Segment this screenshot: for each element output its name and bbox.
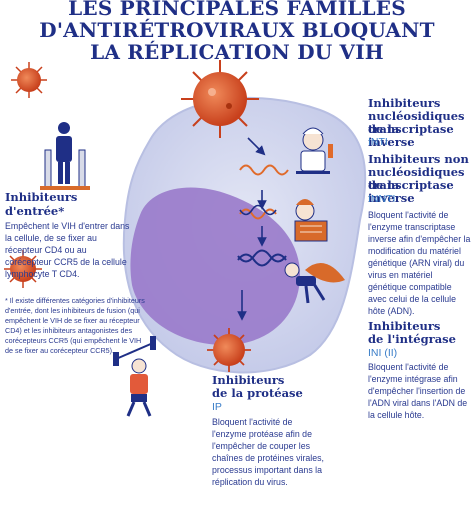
title-line-1: LES PRINCIPALES FAMILLES: [68, 0, 406, 20]
virus-icon: [207, 328, 251, 372]
ip-heading-2: de la protéase: [212, 386, 303, 400]
rna-strand: [239, 164, 289, 176]
innti-heading-3: transcriptase inverse: [368, 178, 454, 205]
nucleus: [130, 187, 300, 345]
ip-description: Bloquent l'activité de l'enzyme protéase…: [212, 417, 324, 487]
builder-icon: [294, 199, 328, 242]
innti-heading-1: Inhibiteurs non: [368, 152, 469, 166]
guard-icon: [40, 122, 90, 190]
title-line-2: D'ANTIRÉTROVIRAUX BLOQUANT: [39, 18, 435, 42]
virus-icon: [11, 62, 47, 98]
ini-abbreviation: INI (II): [368, 347, 398, 359]
scientist-icon: [296, 127, 333, 174]
ini-heading-1: Inhibiteurs: [368, 319, 441, 333]
innti-description: Bloquent l'activité de l'enzyme transcri…: [368, 210, 471, 316]
entry-footnote: * Il existe différentes catégories d'inh…: [5, 296, 145, 355]
arrow-icon: [237, 137, 267, 321]
ip-abbreviation: IP: [212, 401, 222, 413]
inti-abbreviation: INTI: [368, 136, 388, 148]
dna-strand: [239, 208, 277, 220]
title-line-3: LA RÉPLICATION DU VIH: [90, 40, 384, 64]
ip-heading-1: Inhibiteurs: [212, 373, 285, 387]
weightlifter-icon: [113, 336, 156, 417]
host-dna-strand: [237, 253, 287, 267]
inti-heading-1: Inhibiteurs: [368, 96, 441, 110]
inti-heading-3: transcriptase inverse: [368, 122, 454, 149]
entry-description: Empêchent le VIH d'entrer dans la cellul…: [5, 221, 130, 279]
innti-abbreviation: INNTI: [368, 193, 396, 205]
ini-heading-2: de l'intégrase: [368, 332, 456, 346]
virus-icon: [4, 250, 42, 288]
entry-heading-1: Inhibiteurs: [5, 190, 78, 204]
superhero-icon: [284, 262, 345, 304]
inti-heading-2: nucléosidiques de la: [368, 109, 465, 136]
entry-heading-2: d'entrée*: [5, 204, 65, 218]
virus-icon: [181, 60, 259, 138]
innti-heading-2: nucléosidiques de la: [368, 165, 465, 192]
ini-description: Bloquent l'activité de l'enzyme intégras…: [368, 362, 468, 420]
